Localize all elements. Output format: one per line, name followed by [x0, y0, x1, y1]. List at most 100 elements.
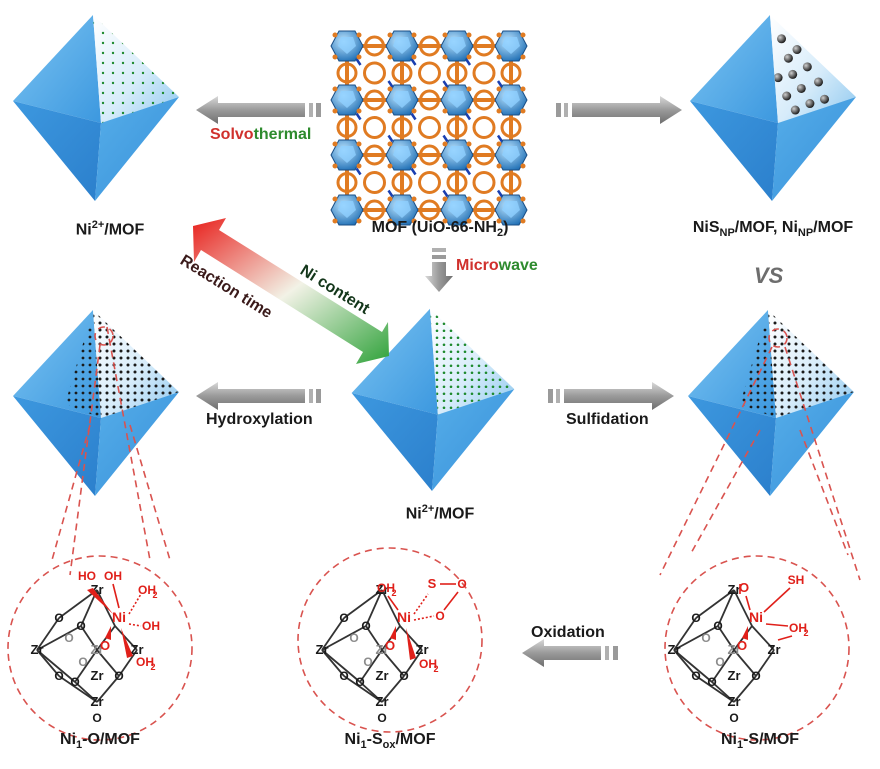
ni-dot — [763, 398, 767, 402]
ni-dot — [770, 412, 774, 416]
linker-atom — [496, 141, 502, 147]
bond — [36, 649, 60, 677]
ni-dot — [850, 335, 854, 339]
ni-dot — [81, 391, 85, 395]
ni-dot — [780, 328, 784, 332]
linker-ring — [364, 89, 385, 111]
ni-dot — [770, 405, 774, 409]
ni-dot — [161, 321, 165, 325]
o-atom-label: O — [701, 631, 710, 645]
double-arrow-reaction-time-ni-content — [193, 218, 389, 364]
ni-dot — [463, 322, 467, 326]
ni-dot — [850, 412, 854, 416]
ni-dot — [470, 392, 474, 396]
ni-dot — [491, 385, 495, 389]
ni-dot — [147, 384, 151, 388]
ni-dot — [111, 61, 115, 65]
ni-dot — [470, 364, 474, 368]
ni-dot — [119, 356, 123, 360]
ni-dot — [154, 391, 158, 395]
ni-dot — [442, 399, 446, 403]
ni-dot — [101, 31, 105, 35]
ni-dot — [801, 370, 805, 374]
octa-face — [13, 396, 101, 496]
ni-dot — [95, 398, 99, 402]
ni-dot — [101, 21, 105, 25]
ni-dot — [168, 321, 172, 325]
ni-dot — [121, 71, 125, 75]
ni-dot — [147, 370, 151, 374]
ni-dot — [794, 342, 798, 346]
linker-atom — [411, 218, 417, 224]
ni-dot — [141, 71, 145, 75]
ni-dot — [829, 391, 833, 395]
ni-dot — [780, 363, 784, 367]
ni-dot — [456, 371, 460, 375]
linker-ring — [419, 199, 440, 221]
ni-dot — [815, 391, 819, 395]
zr-atom-label: Zr — [768, 642, 781, 657]
ni-dot — [141, 21, 145, 25]
linker-atom — [387, 108, 393, 114]
ni-dot — [95, 391, 99, 395]
ni-dot — [843, 328, 847, 332]
amine-group — [410, 58, 417, 66]
octahedron-nanoparticle-mof — [690, 15, 856, 201]
ni-dot — [168, 412, 172, 416]
ni-dot — [435, 385, 439, 389]
linker-atom — [496, 32, 502, 38]
ni-dot — [763, 405, 767, 409]
ni-dot — [88, 377, 92, 381]
ni-dot — [794, 335, 798, 339]
linker-ring — [419, 89, 440, 111]
ni-dot — [81, 405, 85, 409]
ni-dot — [171, 61, 175, 65]
ni-dot — [836, 356, 840, 360]
ni-dot — [512, 406, 515, 410]
ni-dot — [815, 356, 819, 360]
ni-dot — [168, 363, 172, 367]
ni-dot — [98, 384, 102, 388]
o-atom-label: O — [457, 577, 466, 591]
ni-dot — [836, 335, 840, 339]
ni-dot — [780, 377, 784, 381]
ni-dot — [140, 342, 144, 346]
ni-dot — [176, 420, 179, 423]
ni-dot — [836, 328, 840, 332]
o-atom-label: O — [385, 638, 395, 653]
o-atom-label: O — [64, 631, 73, 645]
ni-dot — [161, 51, 165, 55]
ni-dot — [822, 335, 826, 339]
label-ni2-mof-top: Ni2+/MOF — [75, 219, 145, 239]
ni-dot — [498, 329, 502, 333]
ni-dot — [498, 322, 502, 326]
linker-atom — [520, 54, 526, 60]
bond — [74, 681, 98, 703]
ni-dot — [131, 81, 135, 85]
ni-dot — [112, 328, 116, 332]
o-atom-label: O — [114, 669, 123, 683]
ni-dot — [801, 391, 805, 395]
o-atom-label: O — [349, 631, 358, 645]
ni-dot — [470, 399, 474, 403]
ni-dot — [442, 343, 446, 347]
ni-dot — [787, 370, 791, 374]
ni-dot — [512, 364, 515, 368]
linker-atom — [520, 108, 526, 114]
ni-dot — [463, 315, 467, 319]
o-atom-label: O — [100, 638, 110, 653]
ni-dot — [161, 121, 165, 123]
bond — [381, 675, 405, 703]
ni-dot — [477, 378, 481, 382]
bond — [36, 617, 60, 651]
ni-dot — [780, 391, 784, 395]
ni-dot — [787, 314, 791, 318]
bond — [321, 649, 345, 677]
ni-dot — [773, 363, 777, 367]
ni-dot — [822, 384, 826, 388]
ni-dot — [74, 405, 78, 409]
ni-dot — [67, 328, 71, 332]
ni-dot — [175, 405, 179, 409]
zr-node-facet — [502, 146, 520, 163]
linker-ring — [336, 62, 358, 84]
